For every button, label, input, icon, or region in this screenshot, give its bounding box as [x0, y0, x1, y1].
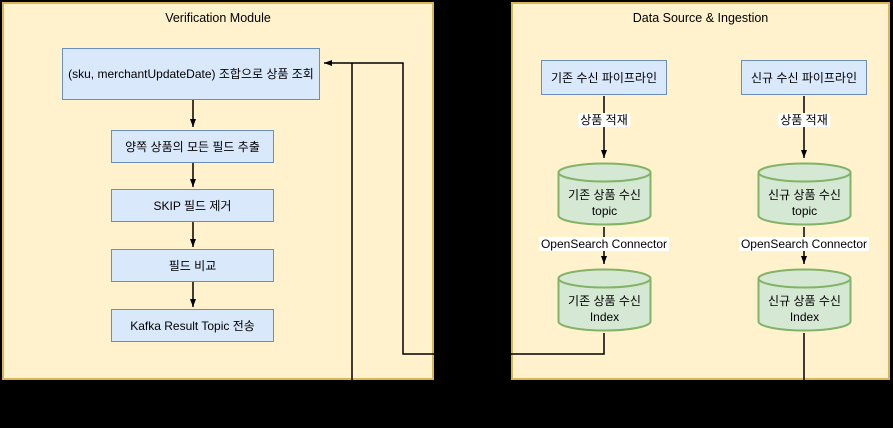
step-product-lookup: (sku, merchantUpdateDate) 조합으로 상품 조회 — [62, 48, 320, 100]
legacy-index-label-line2: Index — [589, 310, 620, 324]
legacy-index-label-line1: 기존 상품 수신 — [568, 294, 641, 308]
step-send-kafka-result: Kafka Result Topic 전송 — [111, 309, 274, 342]
panel-title-data-source: Data Source & Ingestion — [632, 11, 769, 25]
cylinder-icon — [557, 268, 652, 332]
new-index-label-line1: 신규 상품 수신 — [768, 294, 841, 308]
legacy-opensearch-connector-label: OpenSearch Connector — [538, 237, 670, 251]
step-remove-skip-fields: SKIP 필드 제거 — [111, 189, 274, 222]
new-topic-label-line1: 신규 상품 수신 — [768, 188, 841, 202]
new-topic-cylinder: 신규 상품 수신 topic — [757, 162, 852, 226]
panel-title-verification: Verification Module — [165, 11, 271, 25]
new-topic-label-line2: topic — [791, 204, 818, 218]
new-opensearch-connector-label: OpenSearch Connector — [738, 237, 870, 251]
step-compare-fields: 필드 비교 — [111, 249, 274, 282]
new-pipeline-box: 신규 수신 파이프라인 — [741, 60, 867, 95]
legacy-index-cylinder: 기존 상품 수신 Index — [557, 268, 652, 332]
legacy-topic-label-line1: 기존 상품 수신 — [568, 188, 641, 202]
cylinder-icon — [757, 162, 852, 226]
cylinder-icon — [557, 162, 652, 226]
cylinder-icon — [757, 268, 852, 332]
new-index-label-line2: Index — [789, 310, 820, 324]
new-load-label: 상품 적재 — [778, 113, 830, 127]
step-extract-fields: 양쪽 상품의 모든 필드 추출 — [111, 130, 274, 163]
legacy-pipeline-box: 기존 수신 파이프라인 — [541, 60, 667, 95]
new-index-cylinder: 신규 상품 수신 Index — [757, 268, 852, 332]
legacy-topic-label-line2: topic — [591, 204, 618, 218]
legacy-topic-cylinder: 기존 상품 수신 topic — [557, 162, 652, 226]
legacy-load-label: 상품 적재 — [578, 113, 630, 127]
